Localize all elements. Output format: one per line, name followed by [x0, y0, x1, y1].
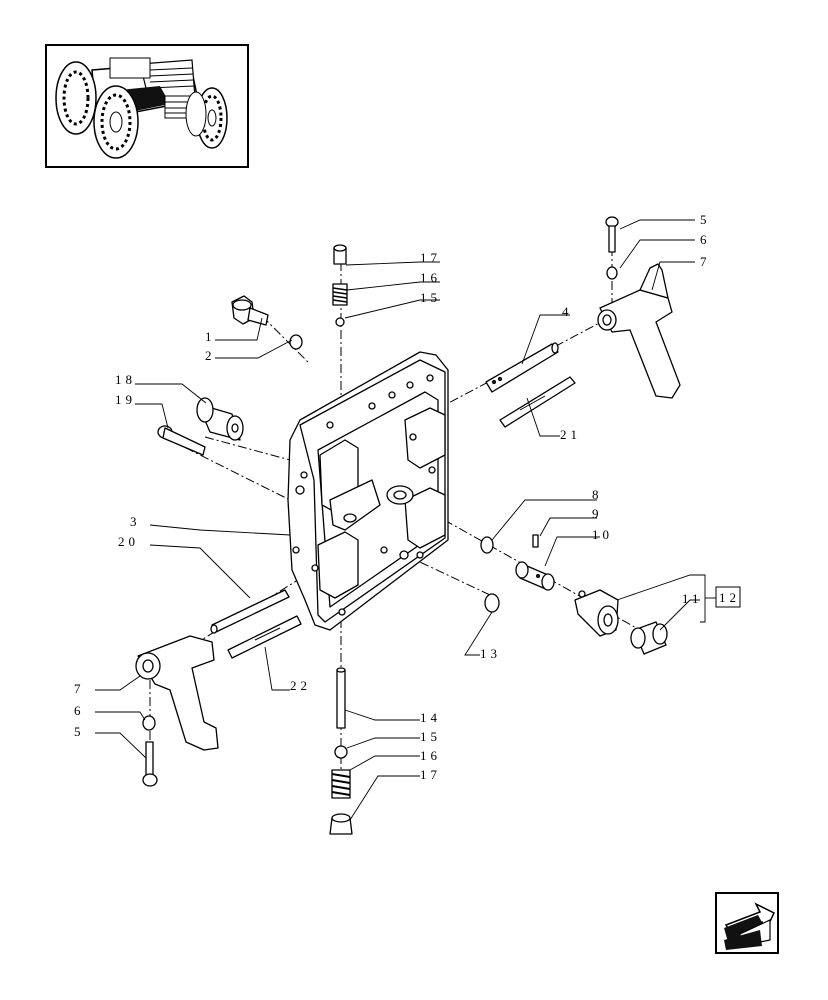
callout-15-bottom: 15: [420, 729, 441, 744]
nut-6-bottom: [142, 715, 156, 731]
callout-17-bottom: 17: [420, 767, 441, 782]
arrow-next-icon: [724, 902, 775, 950]
callout-1: 1: [205, 329, 216, 344]
nut-6-top: [606, 266, 618, 280]
bush-11: [630, 621, 668, 655]
spring-16-bottom: [331, 769, 351, 799]
callout-16-top: 16: [420, 270, 441, 285]
shift-rail-20: [210, 589, 290, 634]
bolt-1: [231, 295, 269, 326]
sleeve-10: [515, 561, 555, 591]
shift-rail-4: [485, 342, 559, 393]
pin-14: [336, 667, 346, 729]
selector-11: [574, 589, 619, 637]
tractor-thumbnail: [45, 44, 249, 168]
shift-fork-7-top: [597, 263, 681, 399]
shift-fork-7-bottom: [135, 635, 219, 751]
callout-6-bottom: 6: [74, 703, 85, 718]
callout-18: 18: [115, 372, 136, 387]
bolt-5-top: [605, 216, 619, 253]
bolt-5-bottom: [142, 741, 158, 787]
ball-15-top: [335, 317, 345, 327]
callout-4: 4: [562, 304, 573, 319]
spring-16-top: [332, 283, 348, 306]
callout-6-top: 6: [700, 232, 711, 247]
callout-15-top: 15: [420, 290, 441, 305]
leader-lines: [95, 219, 716, 821]
ball-15-bottom: [334, 745, 348, 759]
callout-19: 19: [115, 392, 136, 407]
callout-11: 11: [682, 591, 703, 606]
pin-9: [532, 534, 539, 548]
housing-plate: [287, 351, 449, 631]
callout-14: 14: [420, 710, 441, 725]
callout-12-box: [715, 586, 741, 608]
callout-9: 9: [592, 506, 603, 521]
callout-7-bottom: 7: [74, 681, 85, 696]
callout-22: 22: [290, 678, 311, 693]
tractor-icon: [55, 57, 228, 159]
callout-12: 12: [719, 590, 740, 605]
rail-21: [499, 376, 576, 428]
callout-5-bottom: 5: [74, 724, 85, 739]
callout-5-top: 5: [700, 212, 711, 227]
callout-13: 13: [480, 646, 501, 661]
plug-17-top: [333, 244, 347, 265]
callout-20: 20: [118, 534, 139, 549]
callout-21: 21: [560, 427, 581, 442]
callout-2: 2: [205, 348, 216, 363]
callout-16-bottom: 16: [420, 748, 441, 763]
callout-labels: 5 6 7 17 16 15 1 2 18 19 4 21 3 20 8 9 1…: [74, 212, 741, 782]
callout-10: 10: [592, 527, 613, 542]
washer-2: [289, 334, 303, 350]
spacer-18: [196, 397, 244, 441]
o-ring-8: [480, 536, 494, 554]
plug-17-bottom: [329, 813, 353, 835]
callout-17-top: 17: [420, 250, 441, 265]
callout-7-top: 7: [700, 254, 711, 269]
rail-22: [227, 615, 302, 659]
callout-8: 8: [592, 487, 603, 502]
next-page-button[interactable]: [715, 892, 779, 954]
callout-3: 3: [130, 514, 141, 529]
screw-19: [157, 425, 206, 456]
o-ring-13: [484, 593, 500, 613]
